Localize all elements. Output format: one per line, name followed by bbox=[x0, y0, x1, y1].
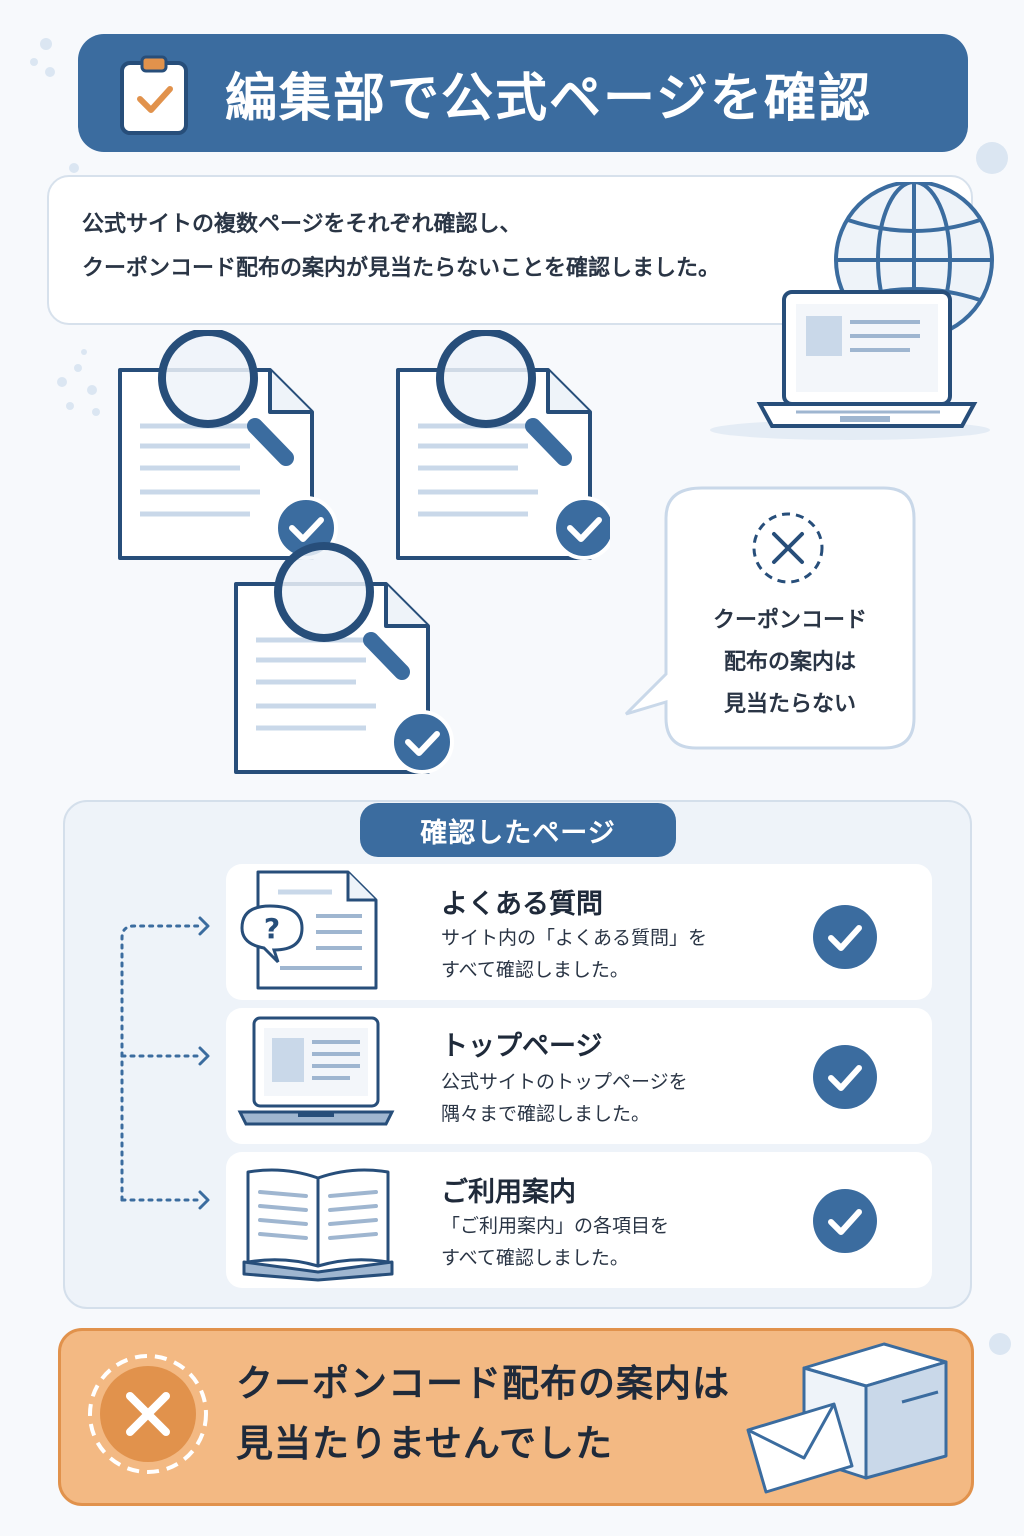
row-desc-line-1: 「ご利用案内」の各項目を bbox=[441, 1215, 670, 1237]
bubble-line-1: クーポンコード bbox=[712, 608, 867, 633]
laptop-icon bbox=[756, 290, 978, 428]
faq-document-icon: ? bbox=[240, 870, 378, 990]
bubble-text: クーポンコード 配布の案内は 見当たらない bbox=[668, 600, 912, 726]
check-circle-icon bbox=[813, 905, 877, 969]
row-desc-line-2: すべて確認しました。 bbox=[441, 1247, 629, 1269]
intro-text: 公式サイトの複数ページをそれぞれ確認し、 クーポンコード配布の案内が見当たらない… bbox=[82, 203, 802, 291]
intro-line-2: クーポンコード配布の案内が見当たらないことを確認しました。 bbox=[82, 256, 721, 281]
row-title-guide: ご利用案内 bbox=[441, 1177, 576, 1208]
row-desc-faq: サイト内の「よくある質問」を すべて確認しました。 bbox=[441, 922, 771, 986]
row-title-faq: よくある質問 bbox=[441, 889, 603, 920]
box-envelope-illustration bbox=[746, 1342, 948, 1494]
header-banner bbox=[78, 34, 968, 152]
bubble-line-2: 配布の案内は bbox=[723, 650, 856, 675]
row-desc-top: 公式サイトのトップページを 隅々まで確認しました。 bbox=[441, 1066, 771, 1130]
intro-line-1: 公式サイトの複数ページをそれぞれ確認し、 bbox=[82, 212, 522, 237]
checked-pages-label: 確認したページ bbox=[360, 803, 676, 857]
conclusion-text: クーポンコード配布の案内は 見当たりませんでした bbox=[236, 1354, 776, 1474]
x-circle-icon bbox=[88, 1354, 208, 1474]
intro-box bbox=[47, 175, 973, 325]
row-desc-line-1: 公式サイトのトップページを bbox=[441, 1071, 688, 1093]
globe-laptop-illustration bbox=[710, 182, 994, 440]
conclusion-line-1: クーポンコード配布の案内は bbox=[236, 1362, 730, 1405]
laptop-icon bbox=[237, 1016, 395, 1126]
row-desc-guide: 「ご利用案内」の各項目を すべて確認しました。 bbox=[441, 1210, 771, 1274]
check-circle-icon bbox=[813, 1189, 877, 1253]
envelope-icon bbox=[746, 1402, 854, 1494]
document-magnifier-2 bbox=[398, 332, 610, 558]
open-book-icon bbox=[242, 1168, 394, 1282]
speech-bubble bbox=[624, 486, 916, 750]
row-desc-line-2: 隅々まで確認しました。 bbox=[441, 1103, 651, 1125]
check-circle-icon bbox=[813, 1045, 877, 1109]
row-title-top: トップページ bbox=[441, 1031, 603, 1062]
row-desc-line-2: すべて確認しました。 bbox=[441, 959, 629, 981]
clipboard-check-icon bbox=[120, 55, 188, 135]
svg-text:?: ? bbox=[264, 912, 280, 945]
connector-arrows bbox=[120, 916, 210, 1210]
magnified-documents-illustration bbox=[110, 330, 610, 790]
document-magnifier-1 bbox=[120, 332, 336, 558]
document-magnifier-3 bbox=[236, 546, 452, 772]
row-desc-line-1: サイト内の「よくある質問」を bbox=[441, 927, 708, 949]
conclusion-line-2: 見当たりませんでした bbox=[236, 1422, 614, 1465]
bubble-line-3: 見当たらない bbox=[723, 692, 856, 717]
dashed-x-icon bbox=[752, 512, 824, 584]
page-title: 編集部で公式ページを確認 bbox=[225, 68, 872, 129]
